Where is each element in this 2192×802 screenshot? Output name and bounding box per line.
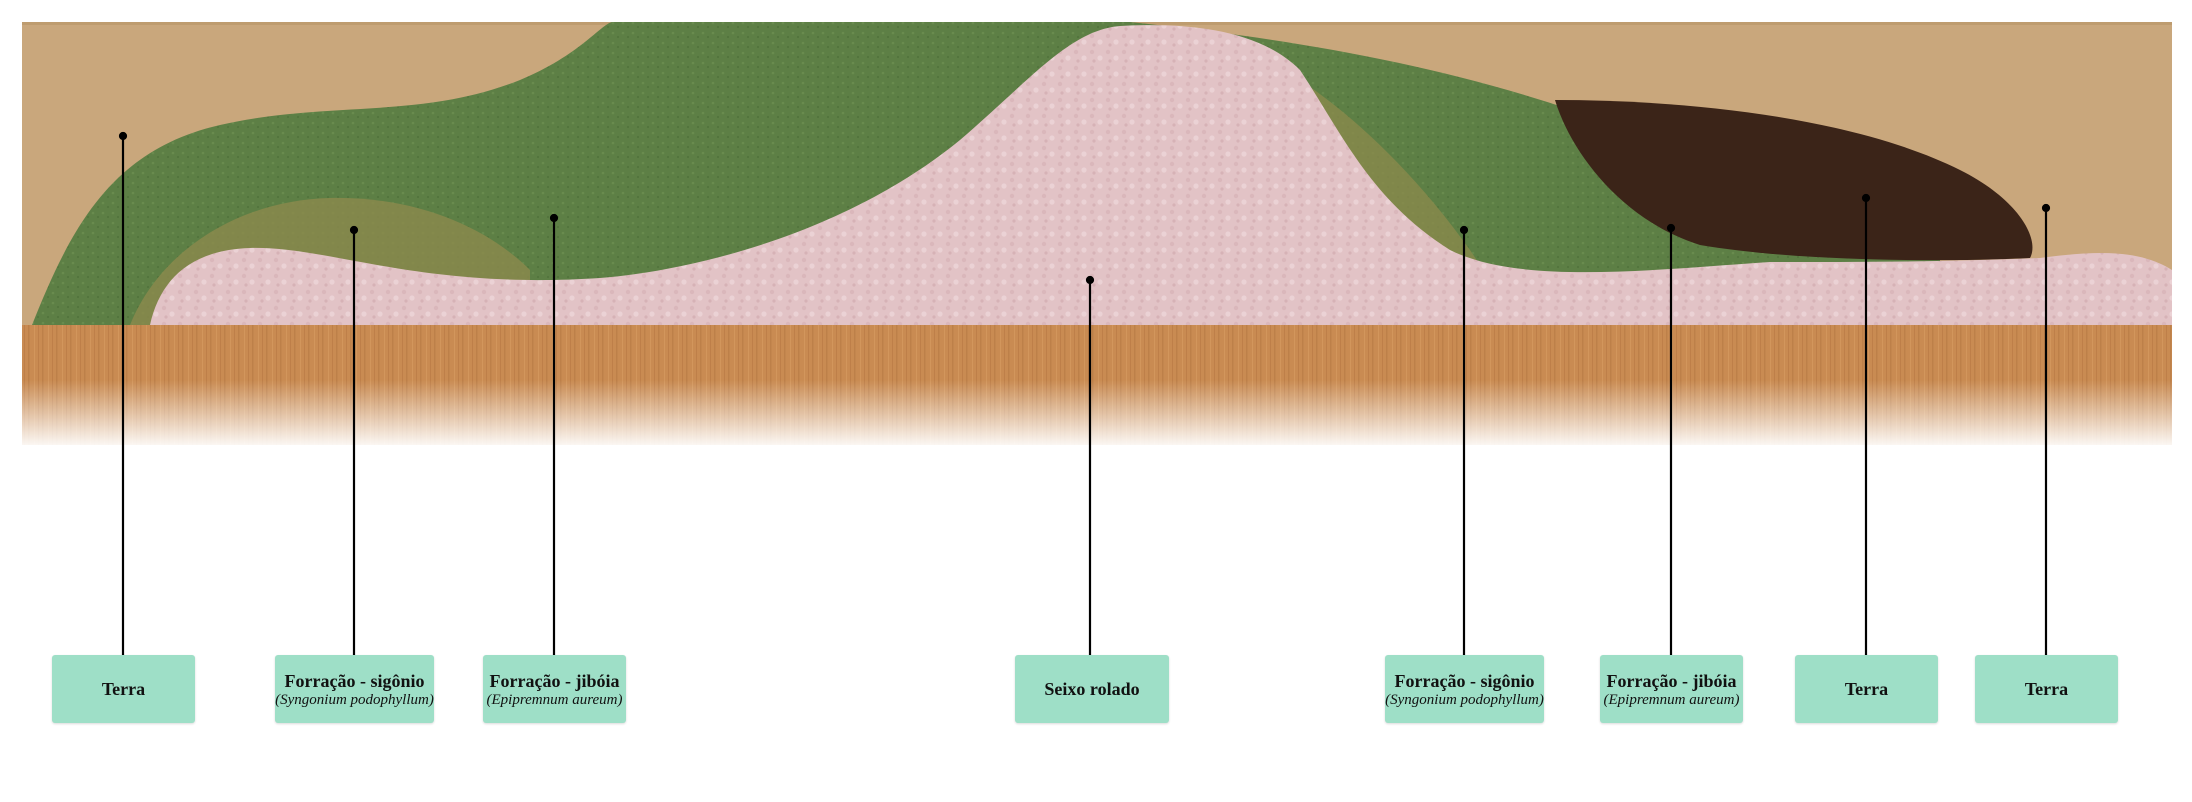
label-terra-2: Terra: [1795, 655, 1938, 723]
label-title: Forração - jibóia: [1606, 670, 1737, 691]
leader-dot-terra-1: [118, 131, 128, 141]
leader-dot-singonio-1: [349, 225, 359, 235]
label-singonio-2: Forração - sigônio(Syngonium podophyllum…: [1385, 655, 1544, 723]
label-title: Forração - jibóia: [489, 670, 620, 691]
label-terra-1: Terra: [52, 655, 195, 723]
leader-lines: [118, 131, 2051, 655]
label-title: Terra: [2024, 679, 2069, 699]
label-scientific-name: (Syngonium podophyllum): [1385, 691, 1544, 708]
leader-dot-seixo: [1085, 275, 1095, 285]
leader-dot-jiboia-1: [549, 213, 559, 223]
label-scientific-name: (Epipremnum aureum): [1603, 691, 1740, 708]
label-title: Forração - sigônio: [1394, 670, 1535, 691]
leader-dot-terra-3: [2041, 203, 2051, 213]
label-jiboia-2: Forração - jibóia(Epipremnum aureum): [1600, 655, 1743, 723]
label-singonio-1: Forração - sigônio(Syngonium podophyllum…: [275, 655, 434, 723]
label-seixo: Seixo rolado: [1015, 655, 1169, 723]
label-terra-3: Terra: [1975, 655, 2118, 723]
label-title: Terra: [101, 679, 146, 699]
label-scientific-name: (Epipremnum aureum): [486, 691, 623, 708]
leader-dot-jiboia-2: [1666, 223, 1676, 233]
label-jiboia-1: Forração - jibóia(Epipremnum aureum): [483, 655, 626, 723]
dark-earth-area: [1555, 100, 2033, 261]
seixo-pebble-area: [150, 25, 2172, 326]
label-scientific-name: (Syngonium podophyllum): [275, 691, 434, 708]
label-title: Forração - sigônio: [284, 670, 425, 691]
planter-fade: [0, 380, 2192, 450]
leader-dot-terra-2: [1861, 193, 1871, 203]
leader-dot-singonio-2: [1459, 225, 1469, 235]
label-title: Seixo rolado: [1044, 679, 1140, 699]
label-title: Terra: [1844, 679, 1889, 699]
